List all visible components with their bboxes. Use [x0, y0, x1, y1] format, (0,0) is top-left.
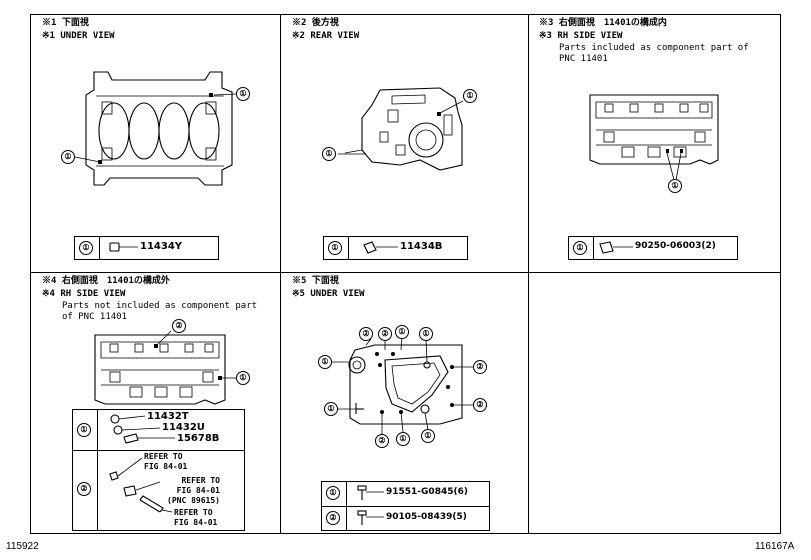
- callout-2: ②: [378, 327, 392, 341]
- part-number: 15678B: [177, 433, 220, 444]
- callout-1: ①: [324, 402, 338, 416]
- callout-2: ②: [473, 398, 487, 412]
- part-number: 11432T: [147, 411, 189, 422]
- part-number: 91551-G0845(6): [386, 487, 468, 497]
- legend-number: ①: [328, 241, 342, 255]
- callout-2: ②: [375, 434, 389, 448]
- callout-1: ①: [463, 89, 477, 103]
- part-number: 11434B: [400, 241, 443, 252]
- panel3-legend: [568, 236, 738, 260]
- panel4-heading-jp: ※4 右側面視 11401の構成外: [42, 276, 170, 286]
- panel4-heading-en: ※4 RH SIDE VIEW: [42, 289, 126, 299]
- callout-1: ①: [318, 355, 332, 369]
- legend-number: ①: [326, 486, 340, 500]
- part-number: 90105-08439(5): [386, 512, 467, 522]
- legend-number: ①: [573, 241, 587, 255]
- callout-2: ②: [172, 319, 186, 333]
- footer-left-code: 115922: [6, 541, 39, 552]
- callout-1: ①: [421, 429, 435, 443]
- panel2-legend: [323, 236, 468, 260]
- callout-2: ②: [359, 327, 373, 341]
- diagram-frame: [30, 14, 781, 534]
- divider-v2: [528, 15, 529, 533]
- callout-1: ①: [61, 150, 75, 164]
- panel5-legend: [321, 481, 490, 531]
- panel3-heading-jp: ※3 右側面視 11401の構成内: [539, 18, 667, 28]
- panel5-heading-en: ※5 UNDER VIEW: [292, 289, 365, 299]
- legend-number: ②: [77, 482, 91, 496]
- part-number: 90250-06003(2): [635, 241, 716, 251]
- panel1-heading-en: ※1 UNDER VIEW: [42, 31, 115, 41]
- panel2-heading-jp: ※2 後方視: [292, 18, 339, 28]
- panel3-heading-en: ※3 RH SIDE VIEW: [539, 31, 623, 41]
- callout-1: ①: [322, 147, 336, 161]
- divider-h: [31, 272, 780, 273]
- panel5-heading-jp: ※5 下面視: [292, 276, 339, 286]
- callout-1: ①: [668, 179, 682, 193]
- callout-1: ①: [236, 371, 250, 385]
- legend-number: ①: [77, 423, 91, 437]
- footer-right-code: 116167A: [755, 541, 795, 552]
- panel4-note: Parts not included as component part of …: [62, 301, 258, 322]
- part-number: 11434Y: [140, 241, 183, 252]
- divider-v1: [280, 15, 281, 533]
- reference-note: REFER TO FIG 84-01: [174, 508, 218, 527]
- legend-number: ①: [79, 241, 93, 255]
- callout-1: ①: [395, 325, 409, 339]
- panel3-note: Parts included as component part of PNC …: [559, 43, 749, 64]
- legend-number: ②: [326, 511, 340, 525]
- part-number: 11432U: [162, 422, 205, 433]
- panel1-heading-jp: ※1 下面視: [42, 18, 89, 28]
- panel1-legend: [74, 236, 219, 260]
- callout-2: ②: [473, 360, 487, 374]
- callout-1: ①: [419, 327, 433, 341]
- callout-1: ①: [236, 87, 250, 101]
- reference-note: REFER TO FIG 84-01 (PNC 89615): [167, 476, 220, 505]
- callout-1: ①: [396, 432, 410, 446]
- reference-note: REFER TO FIG 84-01: [144, 452, 188, 471]
- panel2-heading-en: ※2 REAR VIEW: [292, 31, 360, 41]
